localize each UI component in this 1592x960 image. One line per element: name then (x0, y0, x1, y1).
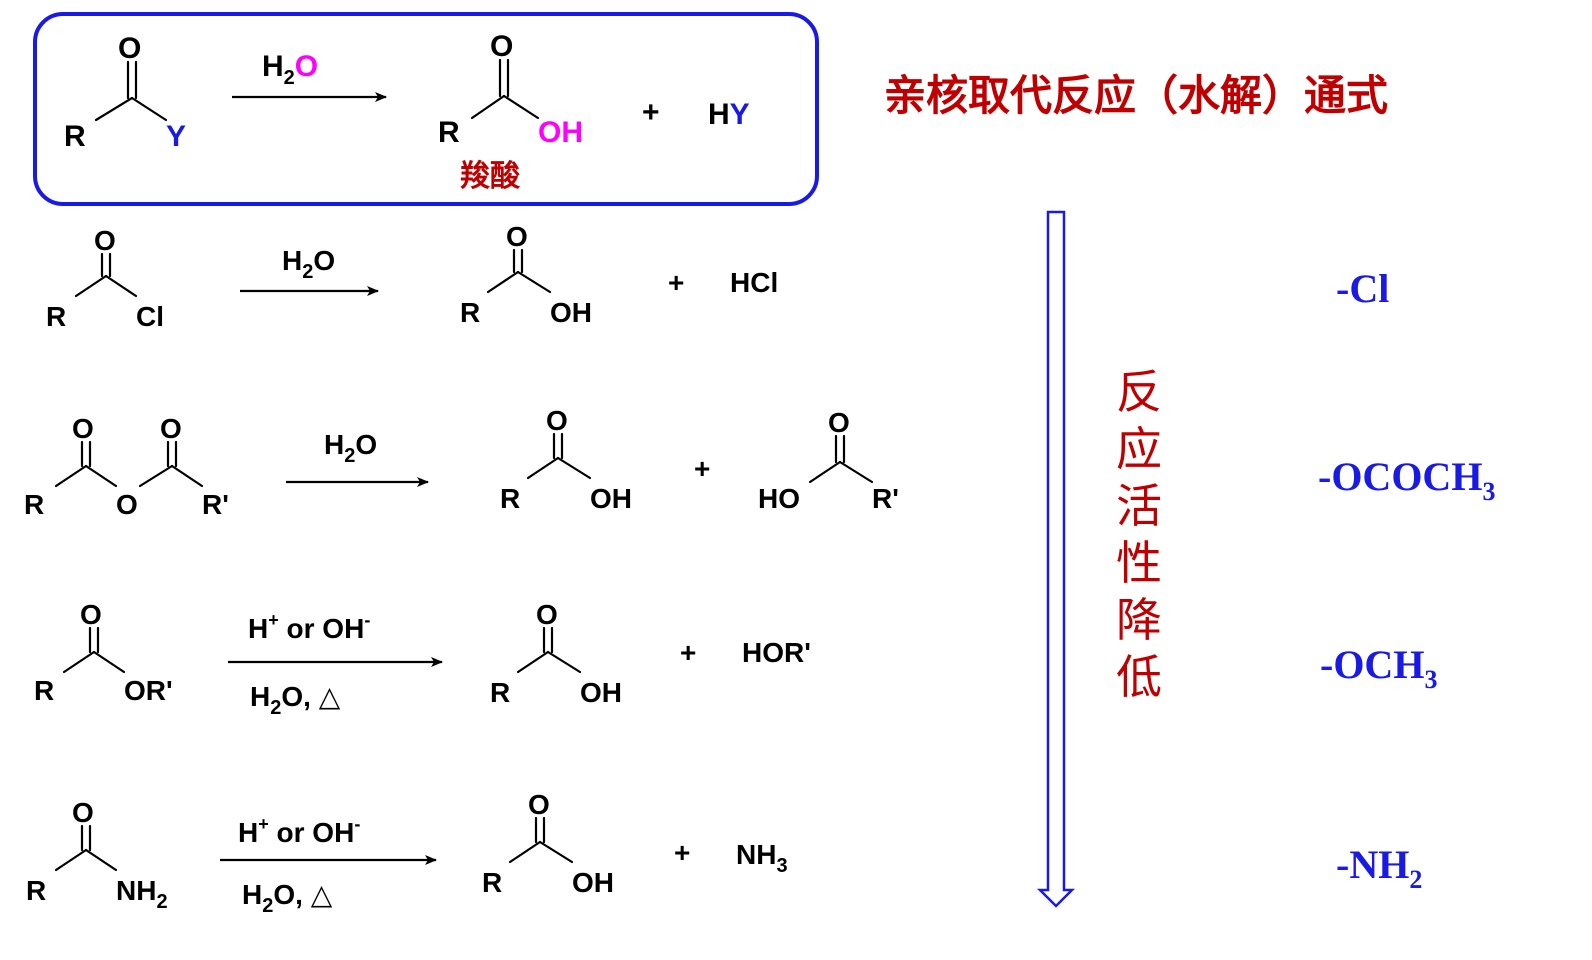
atom-r: R (500, 483, 520, 514)
plus-sign: + (680, 637, 696, 668)
atom-o: O (80, 599, 102, 630)
atom-oh: OH (538, 116, 583, 149)
atom-o: O (94, 225, 116, 256)
atom-o-bridge: O (116, 489, 138, 520)
reactivity-label-char: 性 (1116, 536, 1162, 590)
leaving-group-ococh3: -OCOCH3 (1318, 454, 1495, 506)
reagent-water-heat: H2O, △ (250, 681, 341, 719)
general-reactant: O R Y (64, 32, 186, 153)
reagent-water: H2O (282, 245, 335, 283)
reagent-water-heat: H2O, △ (242, 879, 333, 917)
reactivity-label-char: 降 (1116, 593, 1162, 647)
atom-o: O (506, 221, 528, 252)
atom-r: R (46, 301, 66, 332)
reagent-water: H2O (324, 429, 377, 467)
atom-o: O (528, 789, 550, 820)
byproduct-hcl: HCl (730, 267, 778, 298)
plus-sign: + (668, 267, 684, 298)
atom-o: O (536, 599, 558, 630)
leaving-group-och3: -OCH3 (1320, 642, 1437, 694)
atom-r: R (34, 675, 54, 706)
page-title: 亲核取代反应（水解）通式 (884, 71, 1388, 120)
atom-y: Y (166, 120, 186, 153)
atom-r-prime: R' (202, 489, 229, 520)
plus-sign: + (694, 453, 710, 484)
plus-sign: + (642, 96, 660, 129)
atom-o: O (490, 30, 513, 63)
atom-o: O (118, 32, 141, 65)
reactivity-label-char: 反 (1116, 365, 1162, 419)
reagent-acid-or-base: H+ or OH- (248, 610, 370, 644)
reactivity-label-char: 应 (1116, 422, 1162, 476)
leaving-groups: -Cl -OCOCH3 -OCH3 -NH2 (1318, 266, 1495, 894)
atom-r: R (26, 875, 46, 906)
byproduct-ammonia: NH3 (736, 839, 788, 877)
general-product: O R OH 羧酸 (438, 30, 583, 194)
atom-ho: HO (758, 483, 800, 514)
atom-r: R (482, 867, 502, 898)
atom-r: R (460, 297, 480, 328)
reactivity-label-char: 低 (1116, 650, 1162, 704)
reactivity-decrease-arrow (1036, 210, 1076, 908)
general-byproduct: HY (708, 98, 750, 131)
product-label: 羧酸 (460, 159, 521, 194)
leaving-group-nh2: -NH2 (1336, 842, 1422, 894)
reaction-ester: O R OR' H+ or OH- H2O, △ O R OH + HOR' (34, 599, 811, 719)
general-reaction: O R Y H2O O R OH 羧酸 + HY (33, 12, 819, 206)
atom-oh: OH (572, 867, 614, 898)
general-reaction-frame (33, 12, 819, 206)
reagent-water: H2O (262, 50, 318, 89)
atom-oh: OH (580, 677, 622, 708)
atom-r: R (24, 489, 44, 520)
atom-or-prime: OR' (124, 675, 173, 706)
atom-o: O (72, 413, 94, 444)
reaction-amide: O R NH2 H+ or OH- H2O, △ O R OH + NH3 (26, 789, 788, 917)
atom-r-prime: R' (872, 483, 899, 514)
atom-nh2: NH2 (116, 875, 168, 913)
byproduct-alcohol: HOR' (742, 637, 811, 668)
atom-r: R (438, 116, 460, 149)
atom-o: O (546, 405, 568, 436)
plus-sign: + (674, 837, 690, 868)
reaction-acyl-chloride: O R Cl H2O O R OH + HCl (46, 221, 778, 332)
atom-o: O (160, 413, 182, 444)
reagent-acid-or-base: H+ or OH- (238, 814, 360, 848)
atom-o: O (72, 797, 94, 828)
reaction-anhydride: O O R O R' H2O O R OH + O HO R' (24, 405, 899, 520)
atom-r: R (490, 677, 510, 708)
atom-o: O (828, 407, 850, 438)
atom-r: R (64, 120, 86, 153)
general-arrow: H2O (232, 50, 387, 102)
reactivity-label-char: 活 (1116, 479, 1162, 533)
atom-oh: OH (590, 483, 632, 514)
atom-oh: OH (550, 297, 592, 328)
atom-cl: Cl (136, 301, 164, 332)
leaving-group-cl: -Cl (1336, 266, 1389, 311)
